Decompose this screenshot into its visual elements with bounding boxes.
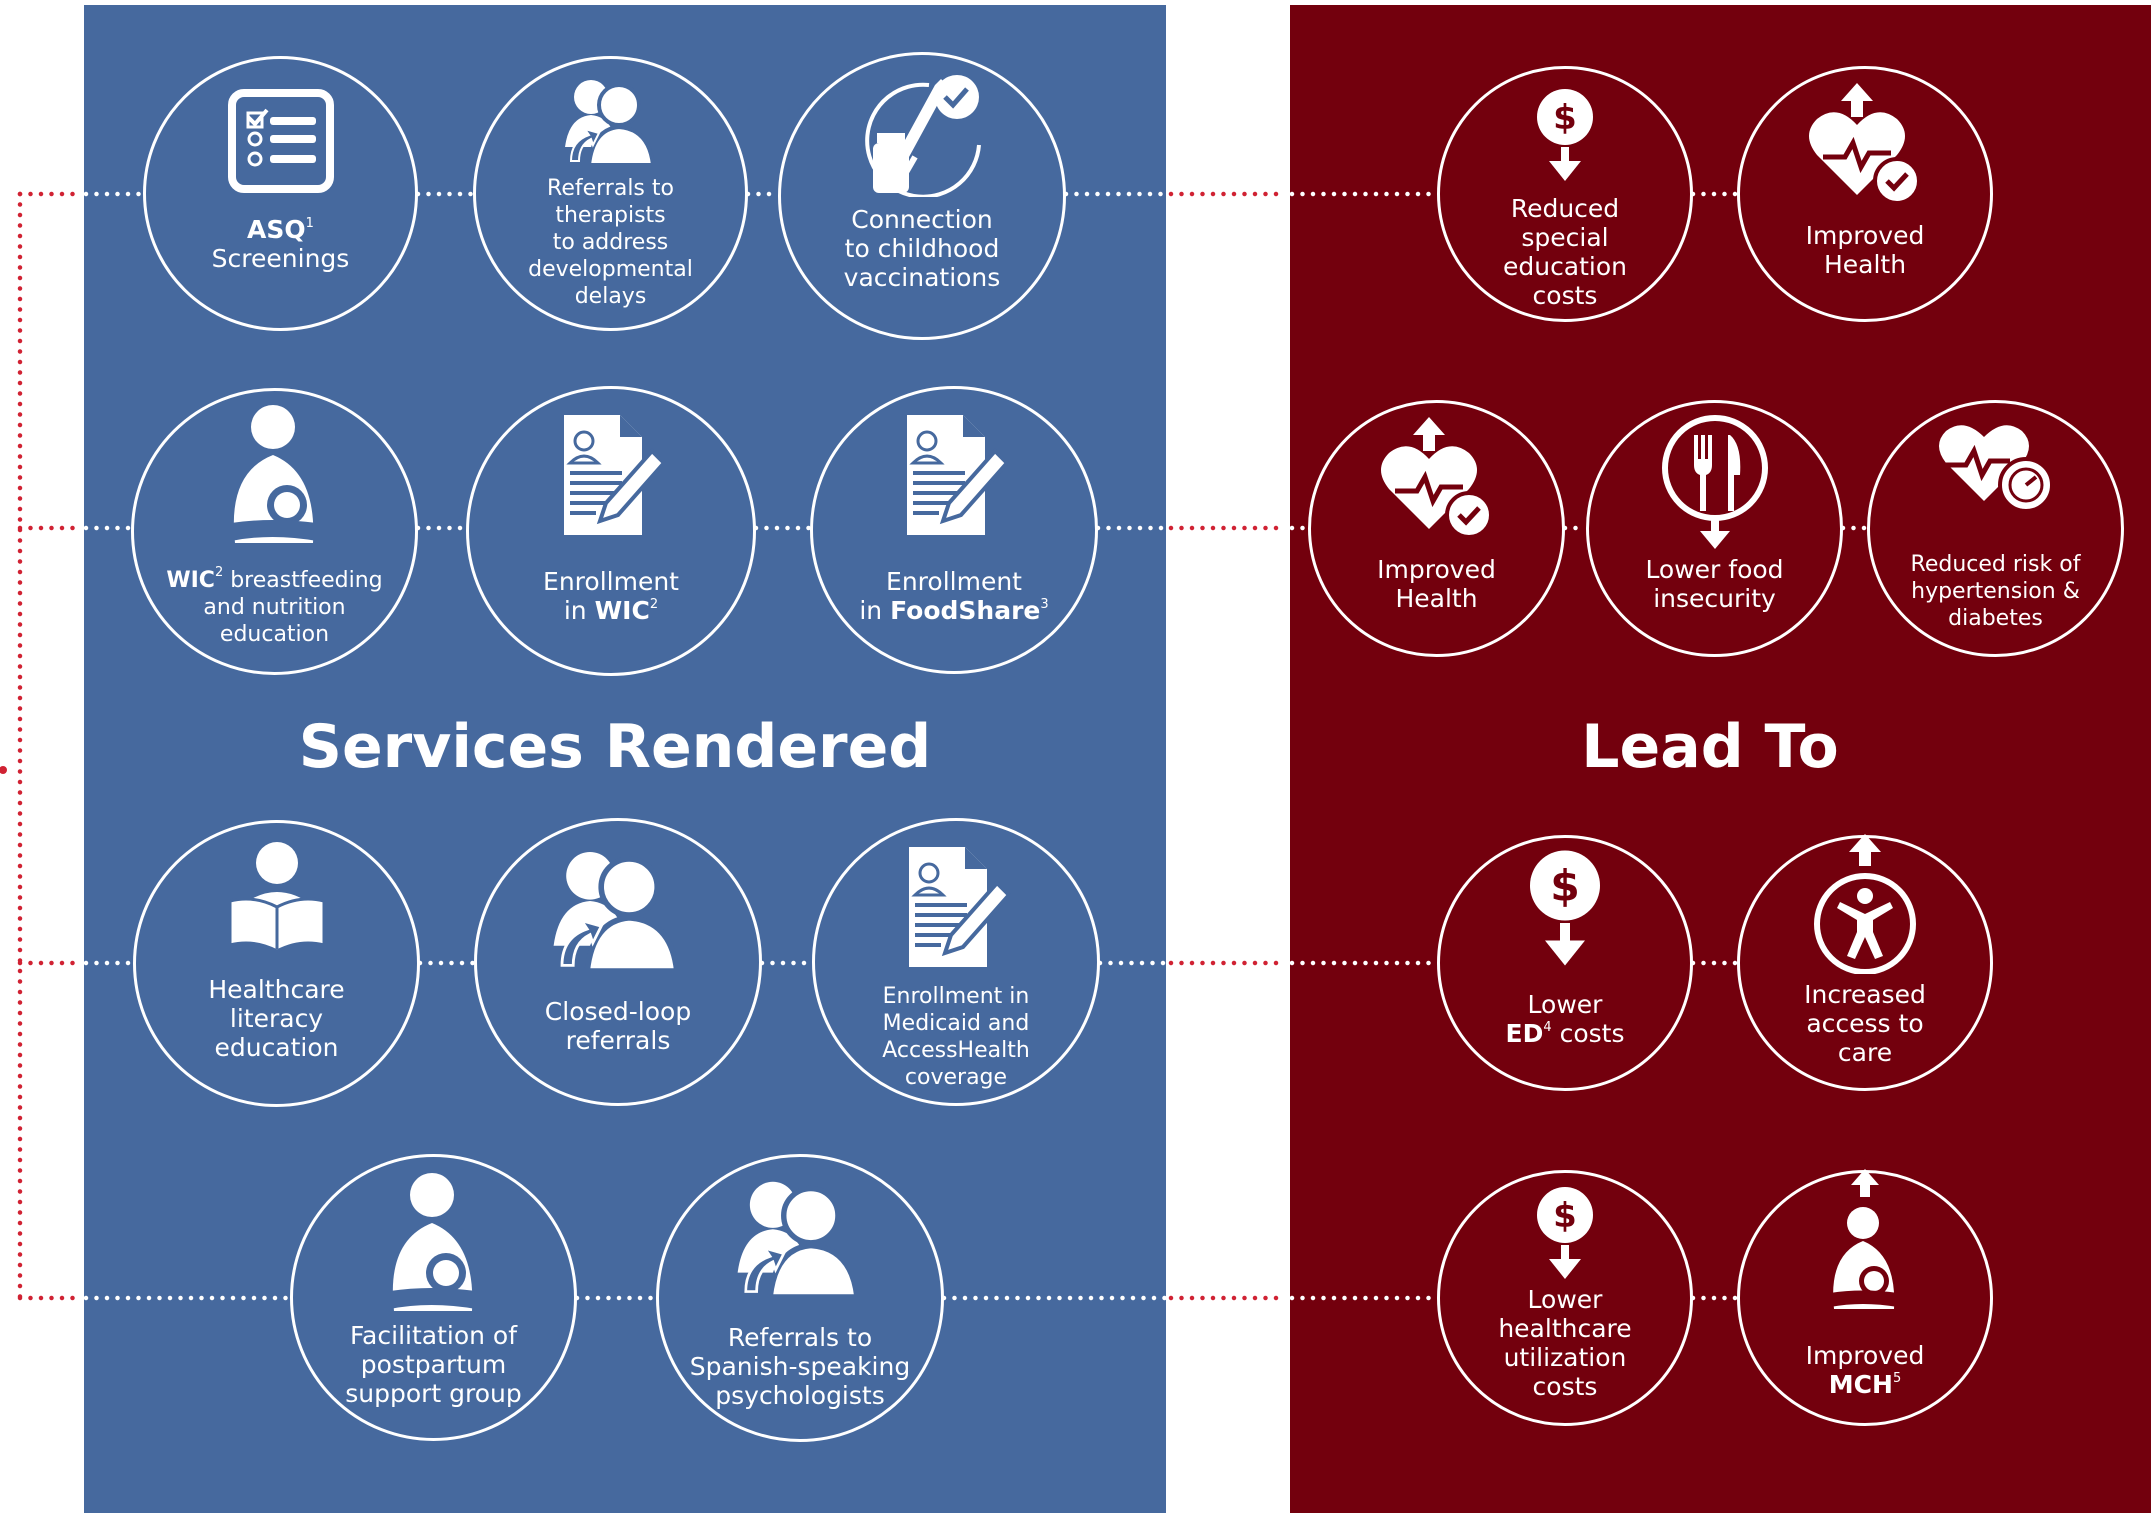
svg-text:$: $ xyxy=(1553,98,1577,138)
outcome-improved-health: Improved Health xyxy=(1737,66,1993,322)
outcome-label: Lower ED4 costs xyxy=(1505,990,1625,1048)
service-label: Enrollment in Medicaid and AccessHealth … xyxy=(882,984,1030,1090)
outer-dotted-bracket xyxy=(17,191,1288,1301)
enrollment-form-icon xyxy=(469,411,753,539)
enrollment-form-icon xyxy=(815,843,1097,971)
vaccine-icon xyxy=(781,73,1063,197)
reading-person-icon xyxy=(136,839,417,959)
outcomes-panel xyxy=(1290,5,2151,1513)
outcome-label: Lower healthcare utilization costs xyxy=(1498,1285,1632,1401)
outcome-reduced-special-education-costs: $ Reduced special education costs xyxy=(1437,66,1693,322)
service-postpartum-support: Facilitation of postpartum support group xyxy=(290,1154,577,1441)
services-title: Services Rendered xyxy=(298,712,932,782)
outcome-label: Improved Health xyxy=(1805,221,1925,279)
outcome-label: Reduced risk of hypertension & diabetes xyxy=(1910,552,2081,631)
service-label: Referrals to therapists to address devel… xyxy=(528,176,693,309)
person-up-icon xyxy=(1740,834,1990,974)
breastfeeding-icon xyxy=(134,403,415,553)
service-enrollment-medicaid: Enrollment in Medicaid and AccessHealth … xyxy=(812,818,1100,1106)
outcome-lower-food-insecurity: Lower food insecurity xyxy=(1586,400,1843,657)
service-label: Referrals to Spanish-speaking psychologi… xyxy=(689,1323,911,1410)
svg-text:$: $ xyxy=(1553,1196,1577,1236)
checklist-icon xyxy=(146,89,415,193)
referral-people-icon xyxy=(476,75,745,165)
outcome-lower-ed-costs: $ Lower ED4 costs xyxy=(1437,835,1693,1091)
heart-gauge-icon xyxy=(1870,421,2121,517)
service-label: Connection to childhood vaccinations xyxy=(843,205,1001,292)
service-closed-loop-referrals: Closed-loop referrals xyxy=(474,818,762,1106)
service-healthcare-literacy: Healthcare literacy education xyxy=(133,820,420,1107)
outcomes-title: Lead To xyxy=(1581,712,1839,782)
breastfeeding-icon xyxy=(293,1171,574,1321)
services-dotted-links xyxy=(83,191,1870,1301)
svg-text:$: $ xyxy=(1550,863,1580,912)
dollar-down-icon: $ xyxy=(1440,848,1690,968)
service-spanish-psychologists: Referrals to Spanish-speaking psychologi… xyxy=(656,1154,944,1442)
outcome-label: Improved MCH5 xyxy=(1805,1341,1925,1399)
outcome-lower-healthcare-utilization-costs: $ Lower healthcare utilization costs xyxy=(1437,1170,1693,1426)
outcome-label: Reduced special education costs xyxy=(1502,194,1628,310)
service-label: Closed-loop referrals xyxy=(544,997,692,1055)
outcome-reduced-risk-hypertension-diabetes: Reduced risk of hypertension & diabetes xyxy=(1867,400,2124,657)
service-label: Enrollment in FoodShare3 xyxy=(859,567,1049,625)
heart-up-check-icon xyxy=(1740,81,1990,211)
dollar-down-icon: $ xyxy=(1440,87,1690,183)
service-referrals-therapists: Referrals to therapists to address devel… xyxy=(473,56,748,331)
service-label: Healthcare literacy education xyxy=(208,975,345,1062)
service-enrollment-foodshare: Enrollment in FoodShare3 xyxy=(810,386,1098,674)
enrollment-form-icon xyxy=(813,411,1095,539)
breastfeeding-up-icon xyxy=(1740,1169,1990,1319)
referral-people-icon xyxy=(659,1175,941,1297)
plate-down-icon xyxy=(1589,413,1840,553)
heart-up-check-icon xyxy=(1311,415,1562,545)
outcome-label: Lower food insecurity xyxy=(1645,555,1784,613)
outcome-label: Increased access to care xyxy=(1804,980,1926,1067)
outcome-improved-mch: Improved MCH5 xyxy=(1737,1169,1993,1426)
service-label: Enrollment in WIC2 xyxy=(543,567,679,625)
outcome-improved-health: Improved Health xyxy=(1308,400,1565,657)
service-label: WIC2 breastfeeding and nutrition educati… xyxy=(166,565,383,647)
dollar-down-icon: $ xyxy=(1440,1185,1690,1281)
service-wic-breastfeeding: WIC2 breastfeeding and nutrition educati… xyxy=(131,388,418,675)
outcome-increased-access-to-care: Increased access to care xyxy=(1737,834,1993,1091)
outcome-label: Improved Health xyxy=(1377,555,1496,613)
service-vaccinations: Connection to childhood vaccinations xyxy=(778,52,1066,340)
service-label: Facilitation of postpartum support group xyxy=(345,1321,522,1408)
referral-people-icon xyxy=(477,845,759,971)
service-enrollment-wic: Enrollment in WIC2 xyxy=(466,386,756,676)
